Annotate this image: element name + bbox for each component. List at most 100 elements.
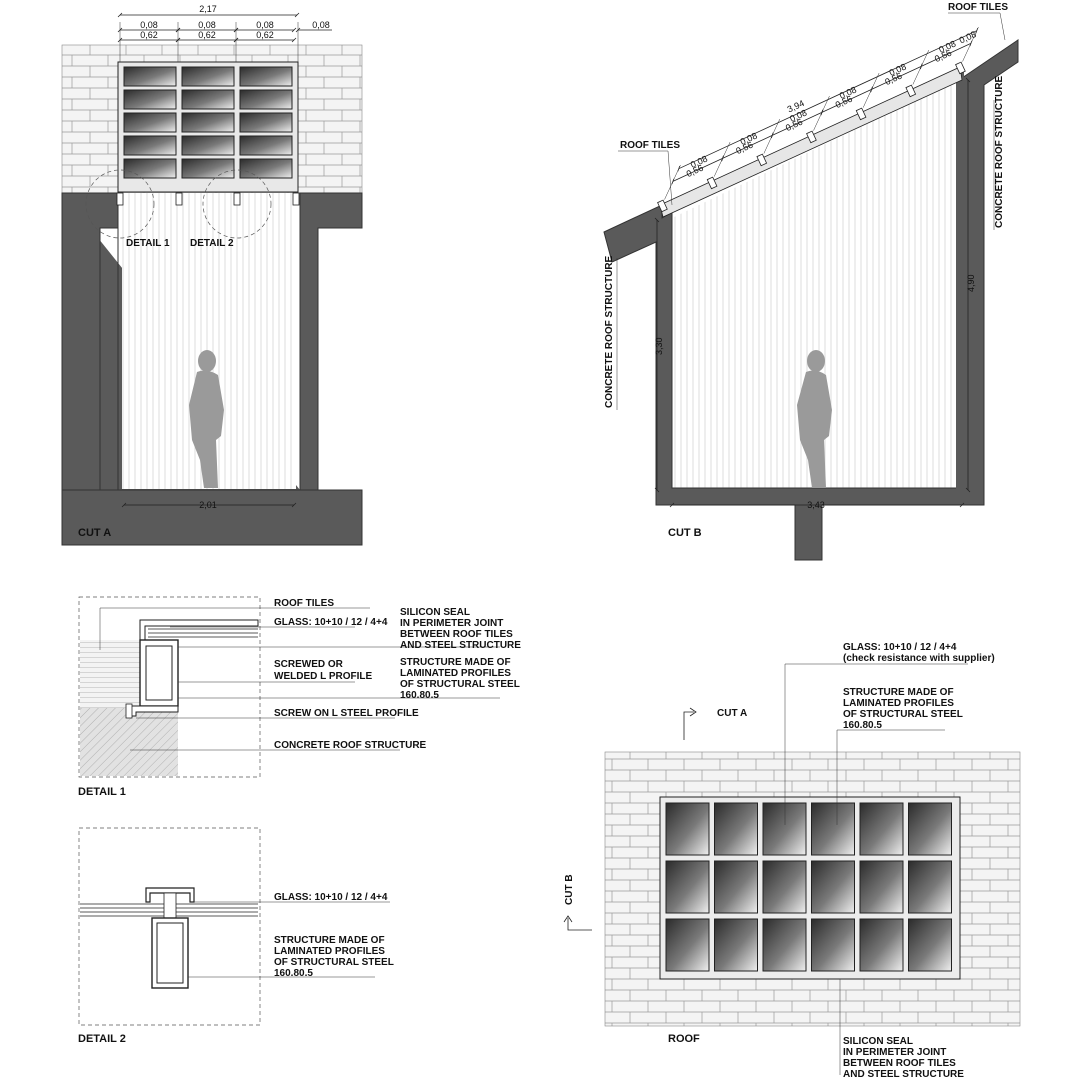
detail-2-callout-label: DETAIL 2 — [190, 238, 234, 249]
roof-glass-pane — [859, 918, 904, 972]
roof-glass-pane — [714, 802, 758, 856]
roof-structure-label-3: OF STRUCTURAL STEEL — [843, 709, 963, 720]
cut-b-title: CUT B — [668, 527, 702, 539]
roof-glass-pane — [859, 802, 904, 856]
detail-1-seal-label-4: AND STEEL STRUCTURE — [400, 640, 521, 651]
roof-glass-pane — [665, 860, 710, 914]
detail-1-structure-label-1: STRUCTURE MADE OF — [400, 657, 511, 668]
cut-b-floor-width: 3,43 — [807, 500, 825, 510]
roof-glass-label-2: (check resistance with supplier) — [843, 653, 995, 664]
detail-1-profile-label-2: WELDED L PROFILE — [274, 671, 372, 682]
roof-glass-pane — [762, 860, 807, 914]
roof-seal-label-4: AND STEEL STRUCTURE — [843, 1069, 964, 1080]
detail-1-frame — [78, 596, 261, 778]
detail-2-structure-label-1: STRUCTURE MADE OF — [274, 935, 385, 946]
roof-plan: CUT A CUT B GLASS: 10+10 / 12 / 4+4 (che… — [563, 642, 1021, 1080]
detail-2-structure-label-4: 160.80.5 — [274, 968, 313, 979]
detail-1-seal-label-2: IN PERIMETER JOINT — [400, 618, 503, 629]
skylight-pane — [181, 112, 235, 133]
skylight-pane — [239, 112, 293, 133]
skylight-pane — [181, 66, 235, 87]
cut-a-pane-dimension: 0,62 — [198, 30, 216, 40]
detail-1-concrete — [80, 708, 178, 776]
roof-structure-label-2: LAMINATED PROFILES — [843, 698, 954, 709]
roof-seal-label-1: SILICON SEAL — [843, 1036, 913, 1047]
skylight-pane — [239, 135, 293, 156]
skylight-pane — [239, 66, 293, 87]
detail-2-structure-label-2: LAMINATED PROFILES — [274, 946, 385, 957]
detail-1-callout-circle — [85, 169, 155, 239]
cut-b-interior — [672, 78, 962, 488]
roof-glass-pane — [908, 918, 952, 972]
roof-seal-label-3: BETWEEN ROOF TILES — [843, 1058, 956, 1069]
detail-1-title: DETAIL 1 — [78, 786, 126, 798]
detail-1-screw-label: SCREW ON L STEEL PROFILE — [274, 708, 419, 719]
roof-glass-pane — [714, 860, 758, 914]
cut-a-marker-label: CUT A — [717, 708, 747, 719]
roof-glass-pane — [811, 918, 855, 972]
cut-a-pane-dimension: 0,62 — [140, 30, 158, 40]
detail-2-callout-circle — [202, 169, 272, 239]
detail-2-steel-profile — [151, 917, 189, 989]
cut-b-right-height: 4,90 — [966, 274, 976, 292]
skylight-pane — [123, 112, 177, 133]
roof-seal-label-2: IN PERIMETER JOINT — [843, 1047, 946, 1058]
skylight-pane — [123, 135, 177, 156]
skylight-pane — [239, 89, 293, 110]
roof-glass-pane — [762, 918, 807, 972]
cut-a-floor-width: 2,01 — [199, 500, 217, 510]
detail-1-profile-label-1: SCREWED OR — [274, 659, 344, 670]
roof-structure-label-1: STRUCTURE MADE OF — [843, 687, 954, 698]
roof-glass-pane — [859, 860, 904, 914]
cut-a-gap-dimension: 0,08 — [140, 20, 158, 30]
roof-glass-pane — [908, 802, 952, 856]
cut-a-pane-dimension: 0,62 — [256, 30, 274, 40]
detail-1-callout-label: DETAIL 1 — [126, 238, 170, 249]
skylight-pane — [123, 158, 177, 179]
detail-1-glass-label: GLASS: 10+10 / 12 / 4+4 — [274, 617, 388, 628]
detail-2-cap-profile — [145, 887, 195, 903]
skylight-pane — [181, 135, 235, 156]
detail-1-seal-label-3: BETWEEN ROOF TILES — [400, 629, 513, 640]
detail-1-concrete-label: CONCRETE ROOF STRUCTURE — [274, 740, 427, 751]
cut-a-top-dimensions: 0,080,620,080,620,080,62 — [117, 20, 299, 62]
detail-1-seal-label-1: SILICON SEAL — [400, 607, 470, 618]
detail-1-roof-tiles — [80, 640, 140, 710]
roof-glass-pane — [762, 802, 807, 856]
roof-glass-pane — [811, 860, 855, 914]
cut-a-end-gap: 0,08 — [312, 20, 330, 30]
right-concrete-structure-label: CONCRETE ROOF STRUCTURE — [994, 75, 1005, 228]
person-silhouette-cut-b — [797, 350, 832, 488]
detail-2-glass-label: GLASS: 10+10 / 12 / 4+4 — [274, 892, 388, 903]
cut-b-left-height: 3,30 — [654, 337, 664, 355]
roof-tiles-label-top: ROOF TILES — [948, 2, 1008, 13]
roof-structure-label-4: 160.80.5 — [843, 720, 882, 731]
detail-2-drawing: DETAIL 2 GLASS: 10+10 / 12 / 4+4 STRUCTU… — [78, 827, 394, 1045]
person-silhouette — [189, 350, 224, 488]
skylight-pane — [123, 66, 177, 87]
detail-1-roof-tiles-label: ROOF TILES — [274, 598, 334, 609]
roof-glass-pane — [908, 860, 952, 914]
cut-a-gap-dimension: 0,08 — [256, 20, 274, 30]
detail-1-structure-label-2: LAMINATED PROFILES — [400, 668, 511, 679]
cut-a-section: DETAIL 1 DETAIL 2 2,17 0,080,620,080,620… — [61, 4, 363, 546]
cut-a-overall-width: 2,17 — [199, 4, 217, 14]
roof-plan-title: ROOF — [668, 1033, 700, 1045]
roof-glass-label-1: GLASS: 10+10 / 12 / 4+4 — [843, 642, 957, 653]
cut-a-gap-dimension: 0,08 — [198, 20, 216, 30]
roof-glass-pane — [665, 802, 710, 856]
roof-glass-pane — [714, 918, 758, 972]
detail-1-structure-label-4: 160.80.5 — [400, 690, 439, 701]
glazing-post — [657, 199, 668, 213]
detail-1-screw — [125, 703, 133, 719]
skylight-pane — [181, 158, 235, 179]
roof-tiles-label-left: ROOF TILES — [620, 140, 680, 151]
skylight-pane — [123, 89, 177, 110]
roof-glass-pane — [665, 918, 710, 972]
detail-1-structure-label-3: OF STRUCTURAL STEEL — [400, 679, 520, 690]
detail-2-structure-label-3: OF STRUCTURAL STEEL — [274, 957, 394, 968]
skylight-pane — [239, 158, 293, 179]
skylight-pane — [181, 89, 235, 110]
left-concrete-structure-label: CONCRETE ROOF STRUCTURE — [604, 255, 615, 408]
